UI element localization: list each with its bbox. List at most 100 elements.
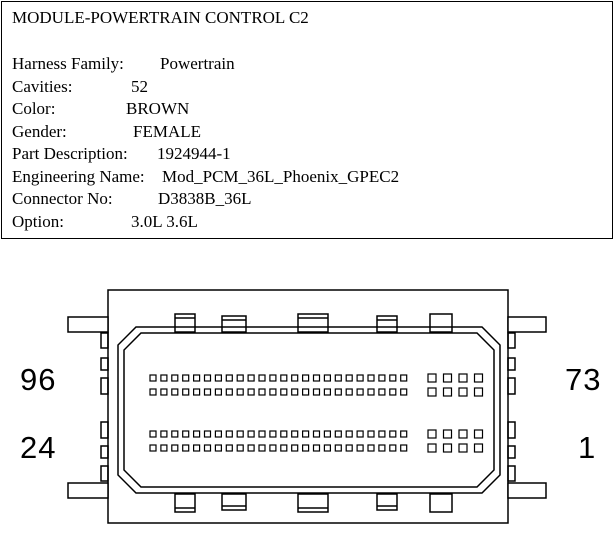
cavity <box>400 388 408 396</box>
cavity <box>247 444 255 452</box>
cavity <box>427 373 437 383</box>
cavity <box>458 443 468 453</box>
cavity <box>258 374 266 382</box>
cavity <box>473 443 484 453</box>
connector-title: MODULE-POWERTRAIN CONTROL C2 <box>12 8 309 27</box>
right-top-flange <box>507 316 547 333</box>
field-label: Option: <box>12 212 64 231</box>
cavity <box>389 444 397 452</box>
cavity <box>427 429 437 439</box>
cavity <box>203 388 212 396</box>
cavity <box>473 373 484 383</box>
cavity <box>367 388 375 396</box>
cavity <box>302 444 310 452</box>
cavity <box>171 444 179 452</box>
cavity <box>182 388 190 396</box>
cavity <box>442 373 453 383</box>
cavity <box>291 430 299 438</box>
cavity <box>302 388 310 396</box>
cavity <box>149 388 157 396</box>
cavity <box>400 374 408 382</box>
cavity <box>280 444 288 452</box>
field-label: Harness Family: <box>12 54 124 73</box>
cavity <box>160 444 168 452</box>
cavity <box>389 388 397 396</box>
cavity <box>160 430 168 438</box>
cavity <box>427 387 437 397</box>
cavity <box>280 430 288 438</box>
cavity <box>193 430 201 438</box>
cavity <box>193 388 201 396</box>
field-label: Gender: <box>12 122 67 141</box>
cavity <box>442 443 453 453</box>
cavity <box>225 388 233 396</box>
cavity <box>334 430 342 438</box>
cavity <box>291 444 299 452</box>
cavity <box>389 374 397 382</box>
pin-label-bottom-left: 24 <box>20 430 57 465</box>
cavity <box>203 444 212 452</box>
cavity <box>400 444 408 452</box>
connector-inner-wall <box>123 332 495 488</box>
cavity <box>269 430 277 438</box>
cavity <box>442 387 453 397</box>
field-value: 3.0L 3.6L <box>131 212 198 231</box>
cavity <box>171 374 179 382</box>
cavity <box>378 430 386 438</box>
pin-label-bottom-right: 1 <box>578 430 597 465</box>
cavity <box>280 374 288 382</box>
cavity <box>345 374 353 382</box>
cavity <box>389 430 397 438</box>
cavity <box>323 430 331 438</box>
cavity <box>356 388 364 396</box>
field-color: Color: BROWN <box>12 98 189 121</box>
cavity <box>458 373 468 383</box>
bottom-latch-tabs <box>174 493 453 513</box>
cavity <box>160 388 168 396</box>
cavity <box>258 444 266 452</box>
field-value: D3838B_36L <box>158 189 252 208</box>
field-gender: Gender: FEMALE <box>12 121 201 144</box>
cavity <box>345 444 353 452</box>
top-latch-tabs <box>174 313 453 333</box>
cavity <box>345 388 353 396</box>
field-value: BROWN <box>126 99 190 118</box>
cavity <box>269 374 277 382</box>
field-harness-family: Harness Family: Powertrain <box>12 53 235 76</box>
cavity <box>236 374 244 382</box>
cavity <box>214 388 222 396</box>
cavity <box>312 430 321 438</box>
left-side-rails <box>100 332 109 482</box>
pin-label-top-right: 73 <box>565 362 602 397</box>
cavity <box>312 444 321 452</box>
field-value: 52 <box>131 77 148 96</box>
cavity <box>247 374 255 382</box>
cavity <box>302 430 310 438</box>
cavity <box>356 444 364 452</box>
cavity <box>378 388 386 396</box>
field-label: Color: <box>12 99 56 118</box>
cavity <box>378 444 386 452</box>
cavity <box>269 444 277 452</box>
cavity <box>236 444 244 452</box>
left-top-flange <box>67 316 109 333</box>
cavity <box>171 430 179 438</box>
cavity <box>182 430 190 438</box>
field-value: FEMALE <box>133 122 201 141</box>
cavity <box>291 374 299 382</box>
cavity <box>214 444 222 452</box>
cavity <box>334 374 342 382</box>
cavity <box>323 388 331 396</box>
cavity <box>280 388 288 396</box>
field-option: Option: 3.0L 3.6L <box>12 211 198 234</box>
cavity-grid <box>149 373 484 453</box>
field-label: Engineering Name: <box>12 167 145 186</box>
cavity <box>291 388 299 396</box>
cavity <box>302 374 310 382</box>
cavity <box>160 374 168 382</box>
cavity <box>400 430 408 438</box>
cavity <box>473 429 484 439</box>
connector-info-box: MODULE-POWERTRAIN CONTROL C2 Harness Fam… <box>1 1 613 239</box>
cavity <box>334 388 342 396</box>
